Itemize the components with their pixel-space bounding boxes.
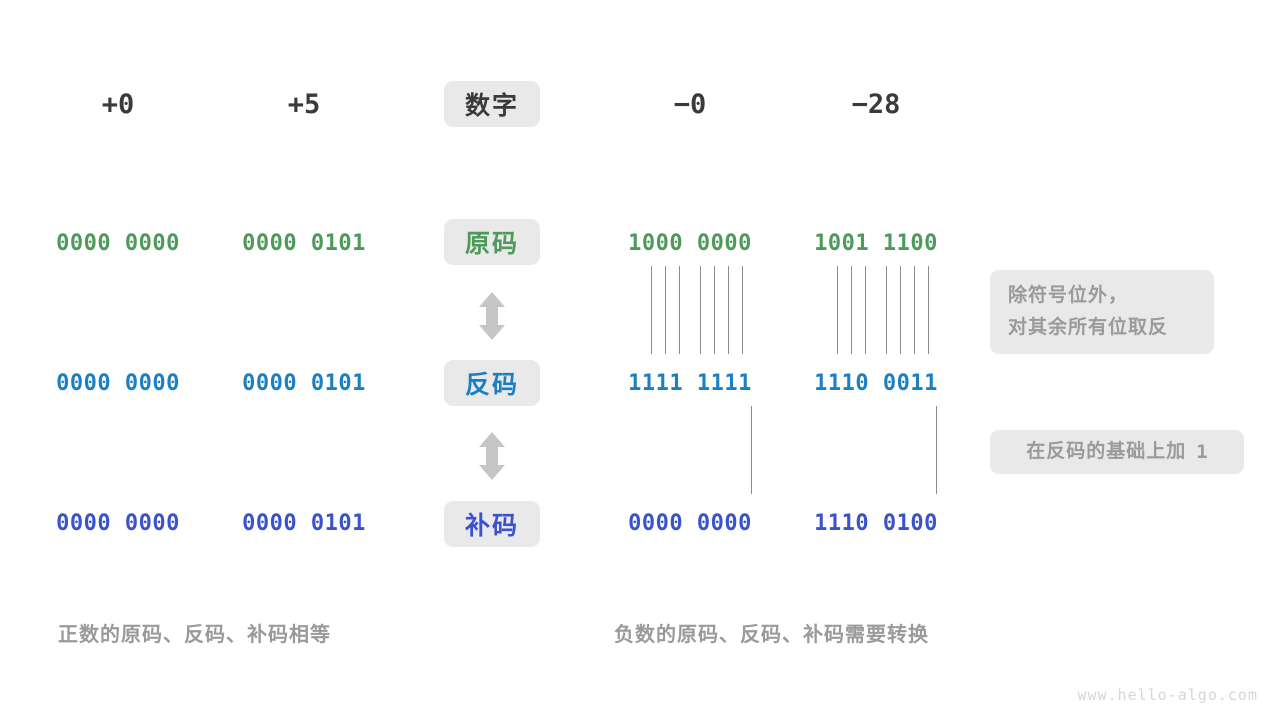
double-vertical-arrow-icon-bottom [476, 430, 508, 482]
bit-connector-line [714, 266, 715, 354]
row-label-twos-complement: 补码 [444, 501, 540, 547]
ones-complement-plus-five: 0000 0101 [242, 370, 366, 396]
row-label-number: 数字 [444, 81, 540, 127]
bit-connector-line [665, 266, 666, 354]
header-value-plus-zero: +0 [101, 88, 135, 120]
double-vertical-arrow-icon-top [476, 290, 508, 342]
ones-complement-plus-zero: 0000 0000 [56, 370, 180, 396]
watermark: www.hello-algo.com [1077, 686, 1258, 704]
lsb-connector-line [751, 406, 752, 494]
caption-positive: 正数的原码、反码、补码相等 [58, 624, 331, 646]
ones-complement-minus-zero: 1111 1111 [628, 370, 752, 396]
ones-complement-minus-twentyeight: 1110 0011 [814, 370, 938, 396]
bit-connector-line [928, 266, 929, 354]
sign-magnitude-plus-five: 0000 0101 [242, 230, 366, 256]
note-add-one: 在反码的基础上加 1 [990, 430, 1244, 474]
lsb-connector-line [936, 406, 937, 494]
twos-complement-plus-five: 0000 0101 [242, 510, 366, 536]
caption-negative: 负数的原码、反码、补码需要转换 [614, 624, 929, 646]
note-add-one-operand: 1 [1196, 441, 1208, 463]
sign-magnitude-minus-twentyeight: 1001 1100 [814, 230, 938, 256]
row-label-sign-magnitude: 原码 [444, 219, 540, 265]
header-value-minus-twentyeight: −28 [851, 88, 901, 120]
note-invert-bits: 除符号位外， 对其余所有位取反 [990, 270, 1214, 354]
header-value-plus-five: +5 [287, 88, 321, 120]
bit-connector-line [700, 266, 701, 354]
bit-connector-line [837, 266, 838, 354]
bit-connector-line [900, 266, 901, 354]
sign-magnitude-plus-zero: 0000 0000 [56, 230, 180, 256]
bit-connector-line [851, 266, 852, 354]
row-label-ones-complement: 反码 [444, 360, 540, 406]
header-value-minus-zero: −0 [673, 88, 707, 120]
note-invert-line2: 对其余所有位取反 [1008, 317, 1169, 338]
note-invert-line1: 除符号位外， [1008, 285, 1129, 306]
twos-complement-plus-zero: 0000 0000 [56, 510, 180, 536]
bit-connector-line [651, 266, 652, 354]
twos-complement-minus-zero: 0000 0000 [628, 510, 752, 536]
twos-complement-minus-twentyeight: 1110 0100 [814, 510, 938, 536]
bit-connector-line [865, 266, 866, 354]
bit-connector-line [728, 266, 729, 354]
bit-connector-line [679, 266, 680, 354]
note-add-one-text: 在反码的基础上加 [1026, 441, 1187, 462]
bit-connector-line [886, 266, 887, 354]
sign-magnitude-minus-zero: 1000 0000 [628, 230, 752, 256]
bit-connector-line [914, 266, 915, 354]
bit-connector-line [742, 266, 743, 354]
